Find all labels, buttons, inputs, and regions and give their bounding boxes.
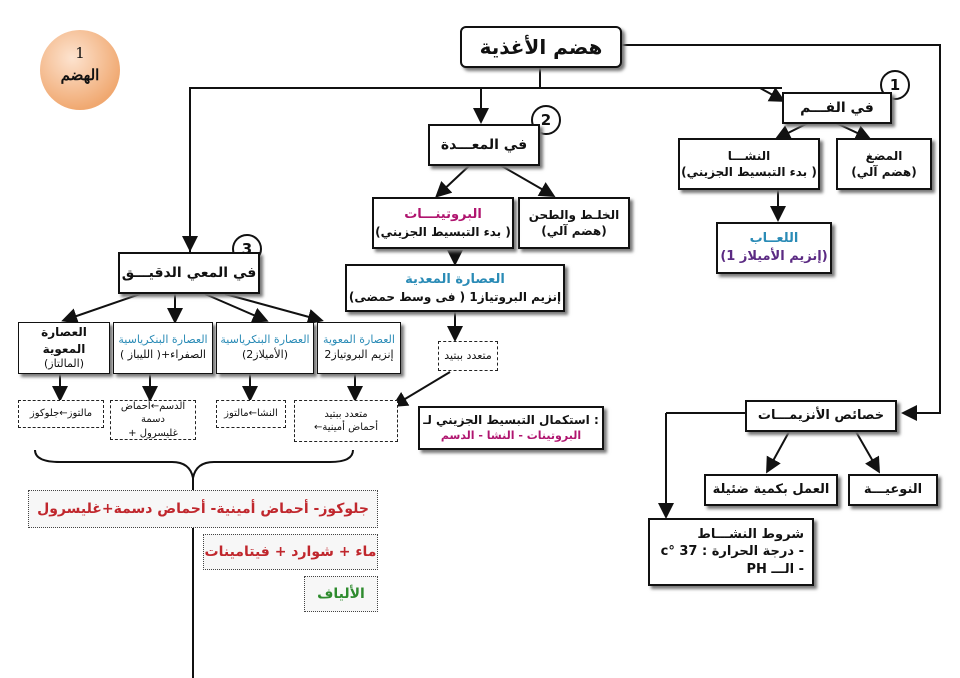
conditions-title: شروط النشـــاط	[697, 526, 804, 542]
proteins-box: البروتينـــات (بدء التبسيط الجزيني )	[372, 197, 514, 249]
product-line: متعدد ببتيد	[324, 408, 368, 420]
juice-title: العصارة البنكرياسية	[220, 333, 310, 347]
polypeptide-box: متعدد ببتيد	[438, 341, 498, 371]
juice-box-lipase: العصارة البنكرياسية ( الليباز )+الصفراء	[113, 322, 213, 374]
intestine-heading: في المعي الدقيـــق	[121, 264, 257, 281]
mouth-heading-box: في الفـــم	[782, 92, 892, 124]
enzymes-heading-box: خصائص الأنزيمـــات	[745, 400, 897, 432]
step-number-stomach: 2	[531, 105, 561, 135]
small-amount-box: العمل بكمية ضئيلة	[704, 474, 838, 506]
polypeptide-label: متعدد ببتيد	[444, 348, 492, 362]
gastric-juice-enzyme: إنزيم البروتياز1 ( فى وسط حمضى)	[348, 289, 562, 304]
mouth-heading: في الفـــم	[800, 99, 874, 116]
product-line: ←أحماض أمينية	[314, 422, 378, 433]
chewing-title: المضغ	[865, 148, 903, 163]
stomach-heading-box: في المعـــدة	[428, 124, 540, 166]
result-fibers: الألياف	[317, 585, 365, 602]
completion-items: البروتينات - النشا - الدسم	[440, 428, 582, 442]
enzymes-heading: خصائص الأنزيمـــات	[757, 408, 885, 424]
badge-circle	[40, 30, 120, 110]
specificity-label: النوعيـــة	[863, 482, 923, 498]
juice-title: العصارة المعوية	[323, 333, 395, 347]
small-amount-label: العمل بكمية ضئيلة	[712, 482, 830, 498]
badge: 1 الهضم	[40, 44, 120, 84]
juice-enzyme: إنزيم البروتياز2	[324, 348, 394, 361]
product-box-fats: الدسم←أحماض دسمة + غليسرول	[110, 400, 196, 440]
saliva-title: اللعــاب	[749, 231, 799, 247]
page-title: هضم الأغذية	[479, 34, 603, 59]
gastric-juice-box: العصارة المعدية إنزيم البروتياز1 ( فى وس…	[345, 264, 565, 312]
product-line: + غليسرول	[128, 427, 178, 439]
product-box-glucose: مالتوز←جلوكوز	[18, 400, 104, 428]
saliva-enzyme: (إنزيم الأميلاز 1)	[720, 249, 828, 264]
result-minerals-box: ماء + شوارد + فيتامينات	[203, 534, 378, 570]
completion-box: استكمال التبسيط الجزيني لـ : البروتينات …	[418, 406, 604, 450]
starch-subtitle: (بدء التبسيط الجزيني )	[681, 165, 817, 179]
juice-title: العصارة المعوية	[41, 325, 87, 356]
badge-number: 1	[75, 44, 85, 62]
product-line: الدسم←أحماض دسمة	[120, 400, 186, 426]
proteins-subtitle: (بدء التبسيط الجزيني )	[375, 224, 511, 239]
juice-enzyme: ( الليباز )+الصفراء	[120, 348, 206, 361]
product-line: مالتوز←جلوكوز	[29, 408, 93, 420]
conditions-ph: - الـــ PH	[746, 561, 804, 577]
juice-title: العصارة البنكرياسية	[118, 333, 208, 347]
juice-box-maltase: العصارة المعوية (المالتاز)	[18, 322, 110, 374]
proteins-title: البروتينـــات	[404, 207, 482, 223]
intestine-heading-box: في المعي الدقيـــق	[118, 252, 260, 294]
conditions-box: شروط النشـــاط - درجة الحرارة : 37 °c - …	[648, 518, 814, 586]
product-box-amino: متعدد ببتيد ←أحماض أمينية	[294, 400, 398, 442]
badge-label: الهضم	[60, 66, 100, 84]
conditions-temp: - درجة الحرارة : 37 °c	[660, 544, 804, 560]
product-box-maltose: النشا←مالتوز	[216, 400, 286, 428]
title-box: هضم الأغذية	[460, 26, 622, 68]
juice-box-amylase2: العصارة البنكرياسية (الأميلاز2)	[216, 322, 314, 374]
chewing-subtitle: (هضم آلي)	[851, 165, 917, 179]
saliva-box: اللعــاب (إنزيم الأميلاز 1)	[716, 222, 832, 274]
result-nutrients-box: جلوكوز- أحماض أمينية- أحماض دسمة+غليسرول	[28, 490, 378, 528]
completion-title: استكمال التبسيط الجزيني لـ :	[423, 413, 599, 428]
mixing-subtitle: (هضم آلي)	[541, 224, 607, 238]
starch-box: النشـــا (بدء التبسيط الجزيني )	[678, 138, 820, 190]
juice-enzyme: (الأميلاز2)	[241, 348, 288, 361]
gastric-juice-title: العصارة المعدية	[405, 272, 505, 288]
starch-title: النشـــا	[727, 148, 771, 163]
result-minerals: ماء + شوارد + فيتامينات	[204, 543, 377, 560]
specificity-box: النوعيـــة	[848, 474, 938, 506]
result-fibers-box: الألياف	[304, 576, 378, 612]
juice-box-protease2: العصارة المعوية إنزيم البروتياز2	[317, 322, 401, 374]
mixing-title: الخلـط والطحن	[528, 207, 620, 222]
chewing-box: المضغ (هضم آلي)	[836, 138, 932, 190]
stomach-heading: في المعـــدة	[440, 136, 528, 153]
mixing-box: الخلـط والطحن (هضم آلي)	[518, 197, 630, 249]
result-nutrients: جلوكوز- أحماض أمينية- أحماض دسمة+غليسرول	[37, 500, 369, 517]
product-line: النشا←مالتوز	[224, 408, 278, 420]
juice-enzyme: (المالتاز)	[43, 356, 85, 370]
